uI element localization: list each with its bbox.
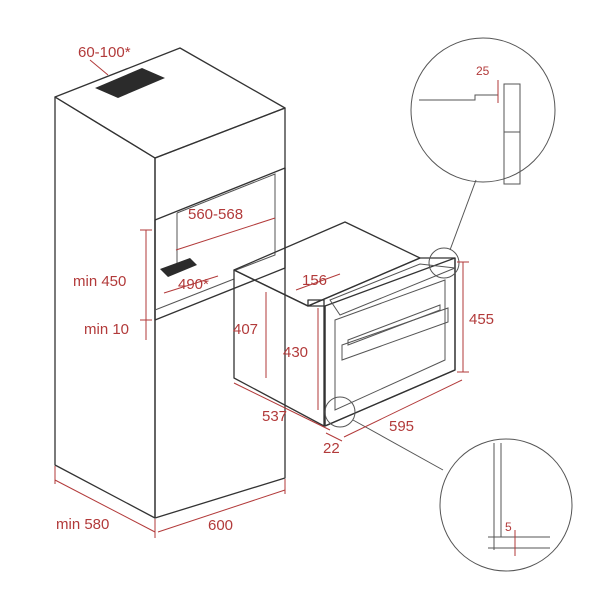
- niche-floor-edge: [154, 278, 235, 311]
- dim-top-gap-line: [89, 59, 109, 76]
- label-offset: 22: [323, 440, 340, 457]
- label-top-depth: 156: [302, 272, 327, 289]
- dim-vent-width-line: [163, 275, 219, 294]
- label-body-height: 407: [233, 321, 258, 338]
- detail-bottom-marker: [324, 396, 356, 428]
- label-inner-width: 560-568: [188, 206, 243, 223]
- detail-top-circle: [410, 37, 556, 183]
- cabinet-niche-opening: [154, 167, 286, 321]
- detail-top-cabinet-edge: [419, 94, 498, 101]
- oven-side: [233, 269, 325, 427]
- label-cabinet-depth: min 580: [56, 516, 109, 533]
- oven: [233, 221, 456, 427]
- cabinet-front: [154, 107, 286, 519]
- detail-bottom-leader: [352, 419, 444, 471]
- dimension-lines: [54, 59, 469, 538]
- label-top-gap: 60-100*: [78, 44, 131, 61]
- floor-vent-opening: [160, 258, 197, 277]
- label-430: 430: [283, 344, 308, 361]
- detail-top-callout: [410, 37, 556, 279]
- label-detail-top: 25: [476, 64, 490, 78]
- label-depth: 537: [262, 408, 287, 425]
- oven-handle: [347, 304, 441, 346]
- label-front-height: 455: [469, 311, 494, 328]
- dim-depth-line: [233, 382, 331, 431]
- oven-front-panel: [324, 257, 456, 427]
- detail-bottom-circle: [439, 438, 573, 572]
- oven-control-strip: [329, 263, 456, 316]
- niche-back-edge: [176, 173, 276, 271]
- dim-offset-line: [325, 432, 343, 442]
- detail-bottom-callout: [324, 396, 573, 572]
- detail-top-marker: [428, 247, 460, 279]
- dim-width-line: [343, 379, 463, 438]
- tall-cabinet: [54, 47, 286, 519]
- detail-top-oven-edge: [503, 83, 521, 185]
- label-min-bottom: min 10: [84, 321, 129, 338]
- label-cabinet-width: 600: [208, 517, 233, 534]
- dim-cabinet-depth-line: [54, 479, 156, 533]
- dim-top-depth-line: [295, 273, 341, 291]
- label-min-height: min 450: [73, 273, 126, 290]
- label-width: 595: [389, 418, 414, 435]
- dim-cabinet-width-line: [157, 489, 286, 533]
- dim-inner-width-line: [175, 217, 276, 251]
- cabinet-top: [54, 47, 286, 159]
- detail-top-leader: [449, 179, 477, 251]
- oven-door-top-bar: [341, 307, 449, 361]
- cabinet-left-side: [54, 96, 156, 519]
- label-detail-bottom: 5: [505, 520, 512, 534]
- dimension-labels: 60-100* 560-568 min 450 490* min 10 156 …: [56, 44, 512, 534]
- top-vent-opening: [95, 68, 165, 98]
- oven-door: [334, 279, 446, 411]
- label-vent-width: 490*: [178, 276, 209, 293]
